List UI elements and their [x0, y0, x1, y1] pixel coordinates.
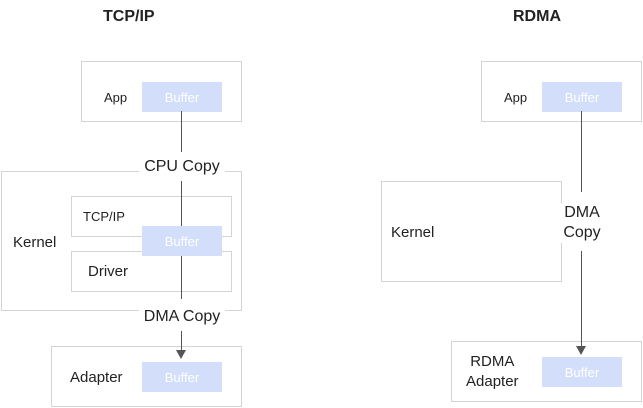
cpu-copy-label: CPU Copy	[139, 157, 225, 177]
tcpip-kernel-buffer: Buffer	[142, 226, 222, 256]
rdma-dma-copy-label: DMA Copy	[557, 203, 607, 243]
tcpip-app-box: App Buffer	[81, 61, 242, 122]
tcpip-adapter-box: Adapter Buffer	[51, 346, 242, 407]
rdma-kernel-label: Kernel	[391, 224, 435, 241]
tcpip-adapter-buffer: Buffer	[142, 362, 222, 392]
rdma-adapter-buffer: Buffer	[542, 357, 622, 387]
tcpip-connector-kernel-bottom	[181, 256, 182, 299]
dma-copy-label: DMA Copy	[139, 307, 225, 327]
driver-box: Driver	[71, 251, 232, 292]
arrow-down-icon	[576, 346, 586, 355]
rdma-app-buffer: Buffer	[542, 82, 622, 112]
tcpip-app-buffer: Buffer	[142, 82, 222, 112]
rdma-connector-bottom	[581, 251, 582, 348]
rdma-adapter-box: RDMA Adapter Buffer	[451, 341, 642, 402]
tcpip-connector-app	[181, 111, 182, 152]
tcpip-app-label: App	[104, 90, 128, 105]
rdma-adapter-label-line2: Adapter	[466, 373, 519, 390]
tcpip-layer-label: TCP/IP	[83, 209, 125, 224]
rdma-connector-top	[581, 111, 582, 192]
driver-label: Driver	[88, 263, 128, 280]
rdma-dma-copy-line2: Copy	[563, 224, 601, 241]
rdma-dma-copy-line1: DMA	[564, 204, 600, 221]
rdma-app-label: App	[504, 90, 528, 105]
tcpip-connector-kernel-top	[181, 181, 182, 226]
rdma-app-box: App Buffer	[481, 61, 642, 122]
arrow-down-icon	[176, 350, 186, 359]
tcpip-connector-adapter	[181, 331, 182, 353]
rdma-adapter-label: RDMA Adapter	[466, 352, 519, 392]
rdma-kernel-box: Kernel	[381, 181, 562, 282]
tcpip-kernel-label: Kernel	[13, 234, 57, 251]
rdma-title: RDMA	[513, 8, 561, 25]
tcpip-adapter-label: Adapter	[70, 369, 123, 386]
rdma-adapter-label-line1: RDMA	[470, 353, 515, 370]
tcpip-title: TCP/IP	[103, 8, 155, 25]
